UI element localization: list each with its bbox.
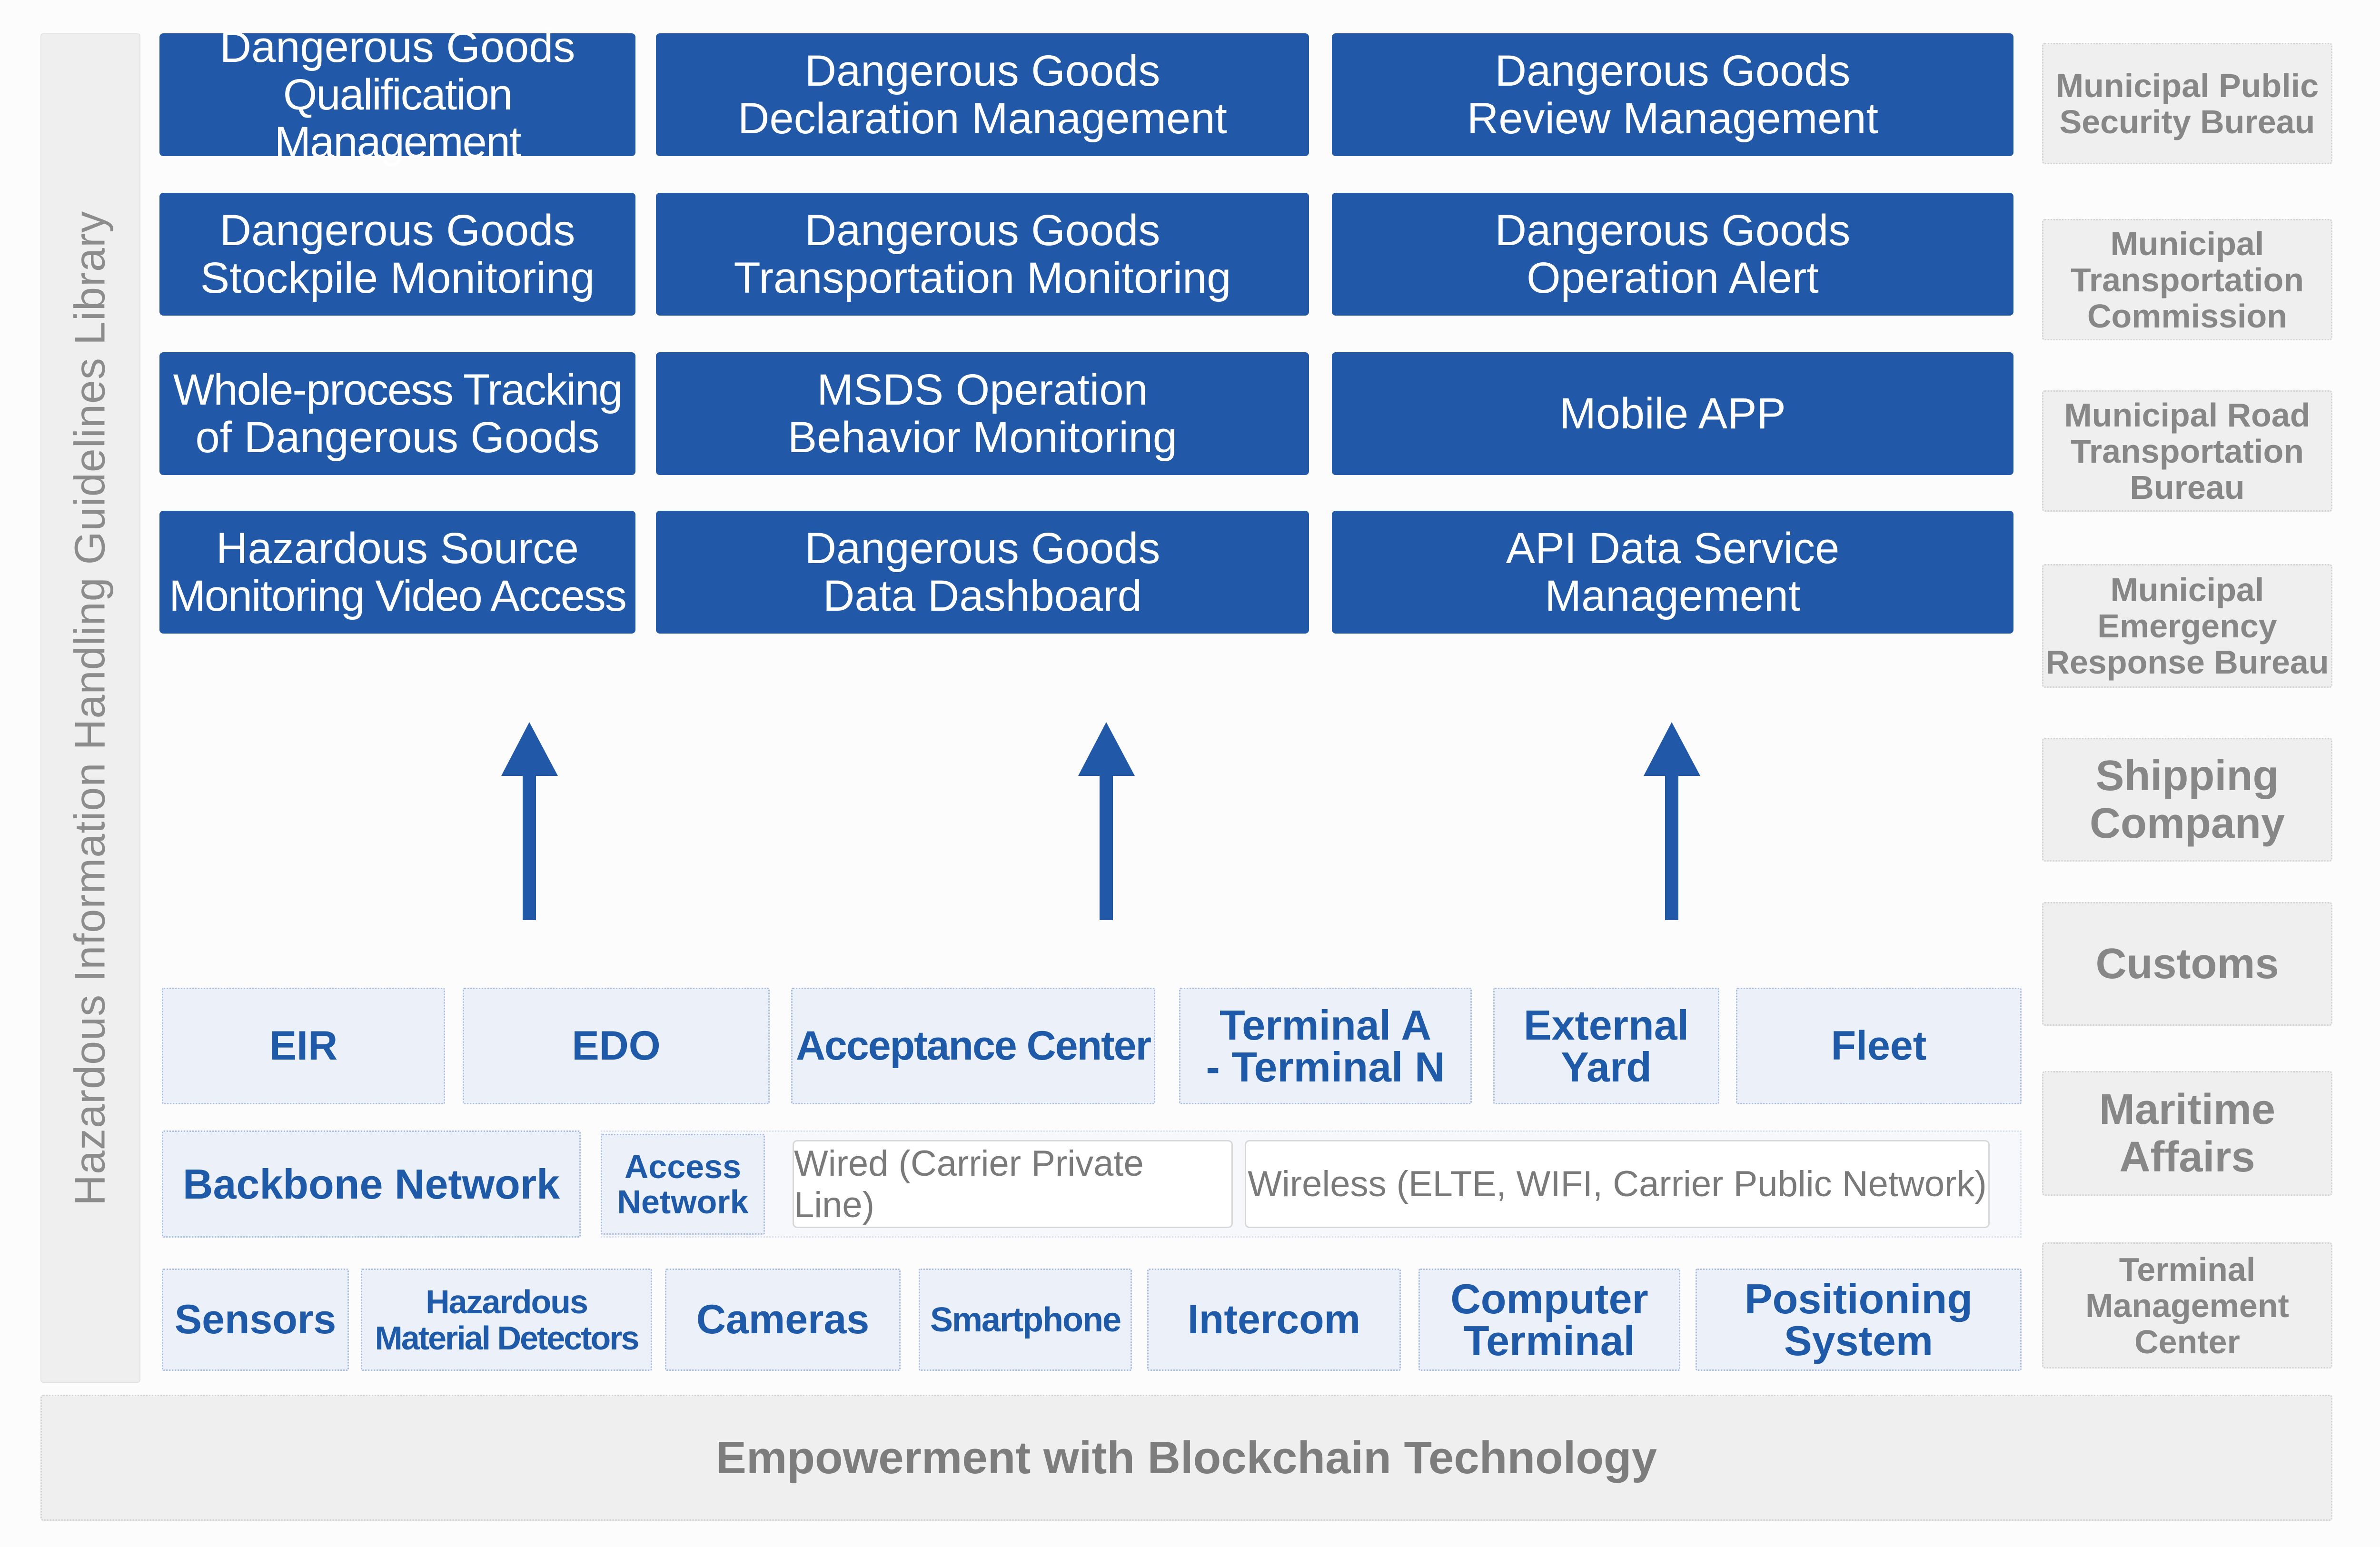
blockchain-empowerment-band: Empowerment with Blockchain Technology — [40, 1395, 2332, 1521]
up-arrow-icon — [1644, 722, 1700, 920]
backbone-network[interactable]: Backbone Network — [162, 1130, 581, 1238]
wired-network[interactable]: Wired (Carrier Private Line) — [793, 1140, 1233, 1228]
up-arrow-icon — [1078, 722, 1135, 920]
guidelines-library-band: Hazardous Information Handling Guideline… — [40, 33, 140, 1383]
device-smartphone[interactable]: Smartphone — [919, 1269, 1132, 1371]
guidelines-library-label: Hazardous Information Handling Guideline… — [66, 210, 114, 1206]
module-mobile-app[interactable]: Mobile APP — [1332, 352, 2013, 475]
up-arrow-icon — [501, 722, 558, 920]
source-eir[interactable]: EIR — [162, 988, 445, 1104]
source-terminals[interactable]: Terminal A- Terminal N — [1179, 988, 1472, 1104]
source-acceptance-center[interactable]: Acceptance Center — [791, 988, 1155, 1104]
agency-customs[interactable]: Customs — [2042, 902, 2332, 1026]
wireless-network[interactable]: Wireless (ELTE, WIFI, Carrier Public Net… — [1245, 1140, 1990, 1228]
device-cameras[interactable]: Cameras — [665, 1269, 901, 1371]
device-sensors[interactable]: Sensors — [162, 1269, 349, 1371]
device-intercom[interactable]: Intercom — [1147, 1269, 1401, 1371]
source-fleet[interactable]: Fleet — [1736, 988, 2022, 1104]
source-edo[interactable]: EDO — [463, 988, 770, 1104]
